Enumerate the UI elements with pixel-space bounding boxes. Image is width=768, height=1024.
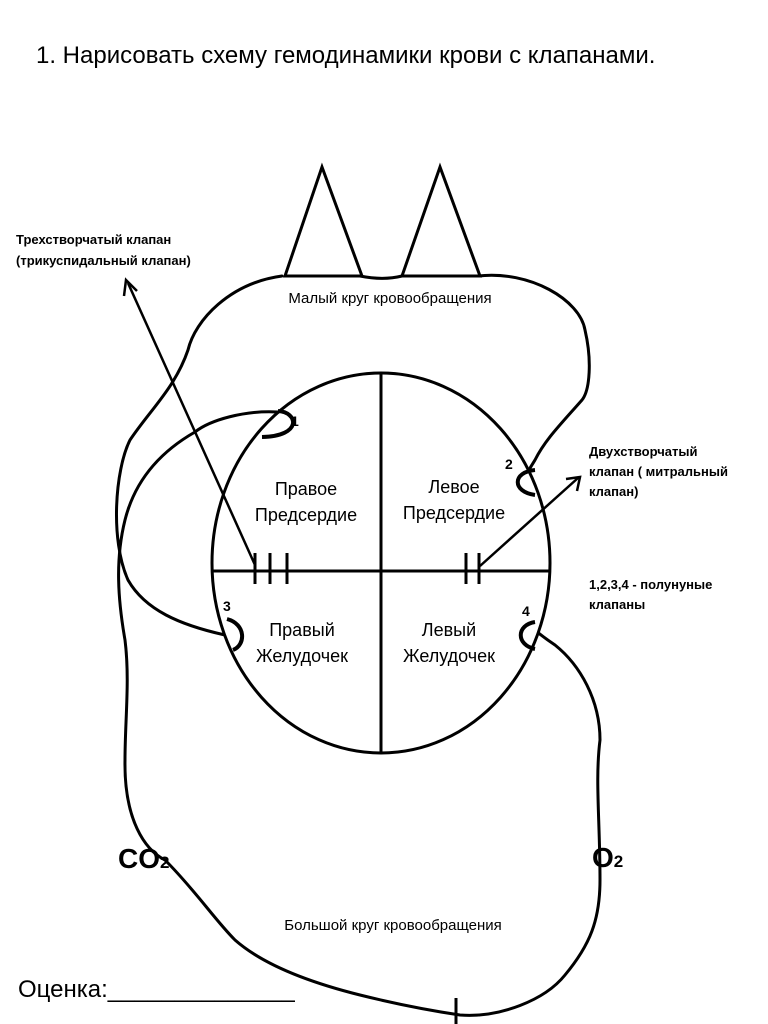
- mitral-valve: [464, 553, 481, 584]
- tricuspid-arrow: [126, 282, 257, 566]
- left-lung-triangle: [282, 162, 365, 278]
- pulmonary-circle-label: Малый круг кровообращения: [288, 290, 491, 307]
- mitral-note-line-1: Двухстворчатый: [589, 444, 697, 459]
- left-ventricle-label-2: Желудочек: [403, 646, 495, 666]
- valve-2-arc: [515, 468, 536, 497]
- valve-4-arc: [518, 620, 536, 651]
- right-atrium-label-2: Предсердие: [255, 505, 357, 525]
- semilunar-note-line-1: 1,2,3,4 - полунуные: [589, 577, 712, 592]
- left-atrium-label-1: Левое: [428, 477, 479, 497]
- semilunar-note-line-2: клапаны: [589, 597, 645, 612]
- pulmonary-loop-right: [476, 273, 591, 490]
- grade-label: Оценка:: [18, 976, 108, 1003]
- mitral-arrowhead: [565, 475, 582, 492]
- task-title: 1. Нарисовать схему гемодинамики крови с…: [36, 42, 656, 69]
- right-atrium-label-1: Правое: [275, 479, 337, 499]
- tricuspid-note-line-2: (трикуспидальный клапан): [16, 253, 191, 268]
- mitral-note-line-2: клапан ( митральный: [589, 464, 728, 479]
- valve-3-arc: [226, 617, 244, 652]
- mitral-note-line-3: клапан): [589, 484, 638, 499]
- grade-blank[interactable]: ______________: [107, 976, 295, 1003]
- right-ventricle-label-2: Желудочек: [256, 646, 348, 666]
- valve-1-arc: [261, 409, 295, 439]
- pulmonary-loop: [114, 274, 284, 637]
- systemic-loop: [163, 620, 602, 1017]
- valve-number-4: 4: [522, 603, 530, 619]
- right-lung-triangle: [399, 162, 483, 278]
- tricuspid-valve: [253, 553, 289, 584]
- tricuspid-arrowhead: [122, 277, 138, 297]
- grade-field[interactable]: Оценка:______________: [18, 976, 295, 1004]
- o2-label: O2: [592, 842, 623, 873]
- pulmonary-loop-top: [359, 274, 403, 280]
- valve-number-3: 3: [223, 598, 231, 614]
- valve-number-2: 2: [505, 456, 513, 472]
- right-ventricle-label-1: Правый: [269, 620, 335, 640]
- valve-number-1: 1: [291, 413, 299, 429]
- left-ventricle-label-1: Левый: [422, 620, 476, 640]
- systemic-circle-label: Большой круг кровообращения: [284, 917, 502, 934]
- mitral-arrow: [479, 477, 579, 567]
- left-atrium-label-2: Предсердие: [403, 503, 505, 523]
- co2-label: CO2: [118, 843, 169, 874]
- tricuspid-note-line-1: Трехстворчатый клапан: [16, 232, 171, 247]
